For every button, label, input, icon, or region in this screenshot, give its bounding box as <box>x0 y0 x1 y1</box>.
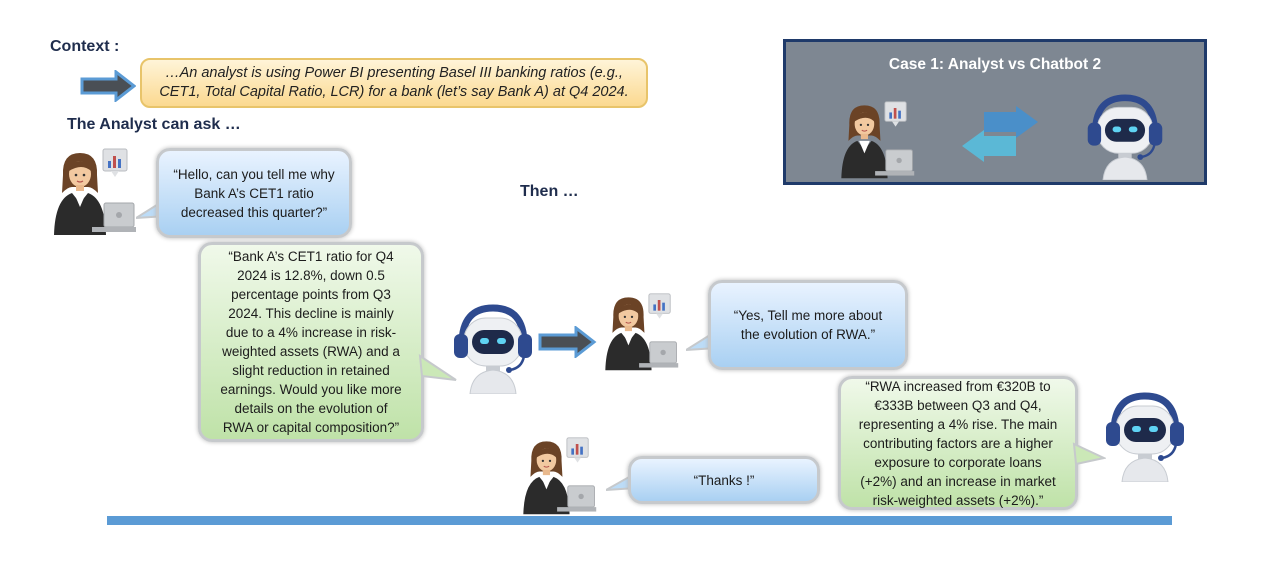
analyst-can-ask-label: The Analyst can ask … <box>67 116 241 133</box>
analyst-thanks-bubble: “Thanks !” <box>628 456 820 504</box>
then-arrow-icon <box>538 326 597 358</box>
case-title: Case 1: Analyst vs Chatbot 2 <box>888 56 1102 73</box>
chatbot-answer-bubble-1: “Bank A’s CET1 ratio for Q4 2024 is 12.8… <box>198 242 424 442</box>
chatbot-answer-2: “RWA increased from €320B to €333B betwe… <box>858 378 1058 508</box>
chatbot-avatar-1 <box>448 304 538 394</box>
bubble-tail-2 <box>418 353 457 381</box>
chatbot-avatar-2 <box>1100 392 1190 482</box>
analyst-avatar-3 <box>518 436 598 516</box>
analyst-question-1: “Hello, can you tell me why Bank A’s CET… <box>173 166 335 220</box>
chatbot-answer-1: “Bank A’s CET1 ratio for Q4 2024 is 12.8… <box>220 249 402 435</box>
exchange-arrows-icon <box>962 106 1038 162</box>
chatbot-answer-bubble-2: “RWA increased from €320B to €333B betwe… <box>838 376 1078 510</box>
analyst-avatar-1 <box>48 147 138 237</box>
analyst-avatar-2 <box>600 292 680 372</box>
analyst-thanks: “Thanks !” <box>693 472 755 488</box>
context-text: …An analyst is using Power BI presenting… <box>159 65 629 100</box>
analyst-question-bubble-1: “Hello, can you tell me why Bank A’s CET… <box>156 148 352 238</box>
bottom-divider <box>107 516 1172 525</box>
context-text-box: …An analyst is using Power BI presenting… <box>140 58 648 108</box>
bubble-tail-4 <box>1072 442 1106 466</box>
analyst-question-2: “Yes, Tell me more about the evolution o… <box>733 308 883 342</box>
analyst-question-bubble-2: “Yes, Tell me more about the evolution o… <box>708 280 908 370</box>
context-arrow-icon <box>80 70 136 102</box>
then-label: Then … <box>520 183 579 200</box>
case-panel: Case 1: Analyst vs Chatbot 2 <box>783 39 1207 185</box>
context-label: Context : <box>50 38 120 55</box>
case-analyst-icon <box>836 100 916 180</box>
case-robot-icon <box>1082 94 1168 180</box>
